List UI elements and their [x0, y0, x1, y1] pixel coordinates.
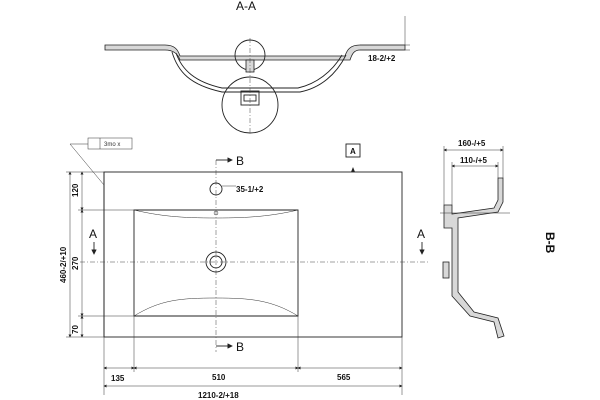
section-aa-view: A-A 18-2/+2	[104, 0, 410, 135]
section-a-marker	[351, 167, 355, 172]
dim-overflow: 18-2/+2	[368, 54, 396, 63]
dim-70: 70	[71, 325, 80, 334]
bb-profile	[443, 177, 505, 339]
dim-depth-160: 160-/+5	[458, 139, 486, 148]
dim-565: 565	[337, 373, 351, 382]
dim-270: 270	[71, 256, 80, 270]
section-bb-title: B-B	[543, 232, 557, 254]
section-b-bottom: B	[236, 340, 244, 354]
dim-hole: 35-1/+2	[236, 185, 264, 194]
dim-135: 135	[111, 374, 125, 383]
aa-bowl-outer	[171, 51, 347, 93]
section-a-box-label: A	[350, 147, 356, 156]
section-aa-title: A-A	[236, 0, 256, 13]
section-a-right: A	[417, 227, 425, 241]
note-leader-b	[69, 143, 105, 186]
bb-overflow	[442, 261, 450, 279]
section-b-top: B	[236, 154, 244, 168]
dim-510: 510	[212, 373, 226, 382]
section-bb-view: B-B 160-/+5 110-/+5	[440, 139, 557, 339]
note-tag	[87, 137, 133, 150]
plan-outline	[103, 171, 403, 338]
plan-view: A A B B A 3mo x 35-1/+2 120 270 70	[59, 137, 430, 400]
section-a-box	[345, 143, 361, 158]
dim-total-height: 460-2/+10	[59, 246, 68, 283]
dim-120: 120	[71, 183, 80, 197]
dim-total-width: 1210-2/+18	[198, 391, 239, 400]
aa-bowl-inner	[175, 52, 343, 89]
dim-depth-110: 110-/+5	[460, 156, 487, 165]
section-a-left: A	[89, 227, 97, 241]
note-tag-text: 3mo x	[104, 142, 120, 148]
aa-rim	[104, 44, 406, 61]
